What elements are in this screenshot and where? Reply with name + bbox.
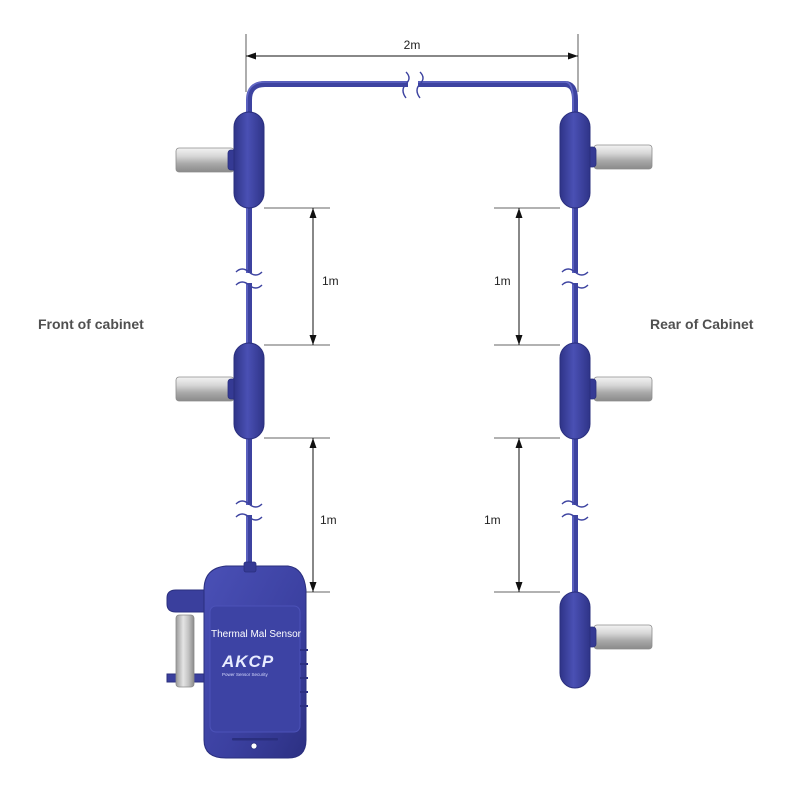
- probe-rear-top: [559, 111, 653, 209]
- brand-tagline: Power Sensor Security: [222, 672, 269, 677]
- rear-of-cabinet-label: Rear of Cabinet: [650, 316, 754, 332]
- sensor-ribs: [300, 649, 308, 707]
- sensor-slot: [232, 738, 278, 741]
- dimension-label-top: 2m: [404, 38, 421, 52]
- dimension-label-front-upper: 1m: [322, 274, 339, 288]
- probe-front-top: [175, 111, 265, 209]
- probe-front-middle: [175, 342, 265, 440]
- dimension-front-upper: 1m: [264, 207, 339, 346]
- front-of-cabinet-label: Front of cabinet: [38, 316, 144, 332]
- sensor-led: [250, 742, 258, 750]
- cable-run: [246, 81, 578, 603]
- probe-rear-middle: [559, 342, 653, 440]
- thermal-map-sensor-unit: Thermal Mal Sensor AKCP Power Sensor Sec…: [166, 561, 308, 759]
- akcp-logo: AKCP Power Sensor Security: [221, 652, 274, 677]
- brand-name: AKCP: [221, 652, 274, 671]
- sensor-cable-entry: [243, 561, 257, 573]
- dimension-top-span: 2m: [245, 34, 579, 92]
- cable-breaks: [235, 71, 589, 521]
- cable-break-front-lower: [235, 500, 263, 521]
- dimension-front-lower: 1m: [264, 437, 337, 593]
- cable-highlight: [246, 81, 574, 601]
- cable-break-rear-lower: [561, 500, 589, 521]
- dimension-label-rear-upper: 1m: [494, 274, 511, 288]
- front-cable: [246, 81, 578, 603]
- sensor-title: Thermal Mal Sensor: [211, 629, 302, 640]
- dimension-label-front-lower: 1m: [320, 513, 337, 527]
- cable-break-rear-upper: [561, 268, 589, 289]
- cable-break-top: [402, 71, 424, 99]
- cable-break-front-upper: [235, 268, 263, 289]
- sensor-face: [209, 605, 301, 733]
- dimension-rear-lower: 1m: [484, 437, 560, 593]
- dimension-label-rear-lower: 1m: [484, 513, 501, 527]
- probe-rear-bottom: [559, 591, 653, 689]
- dimension-rear-upper: 1m: [494, 207, 560, 346]
- sensor-metal-probe: [175, 614, 195, 688]
